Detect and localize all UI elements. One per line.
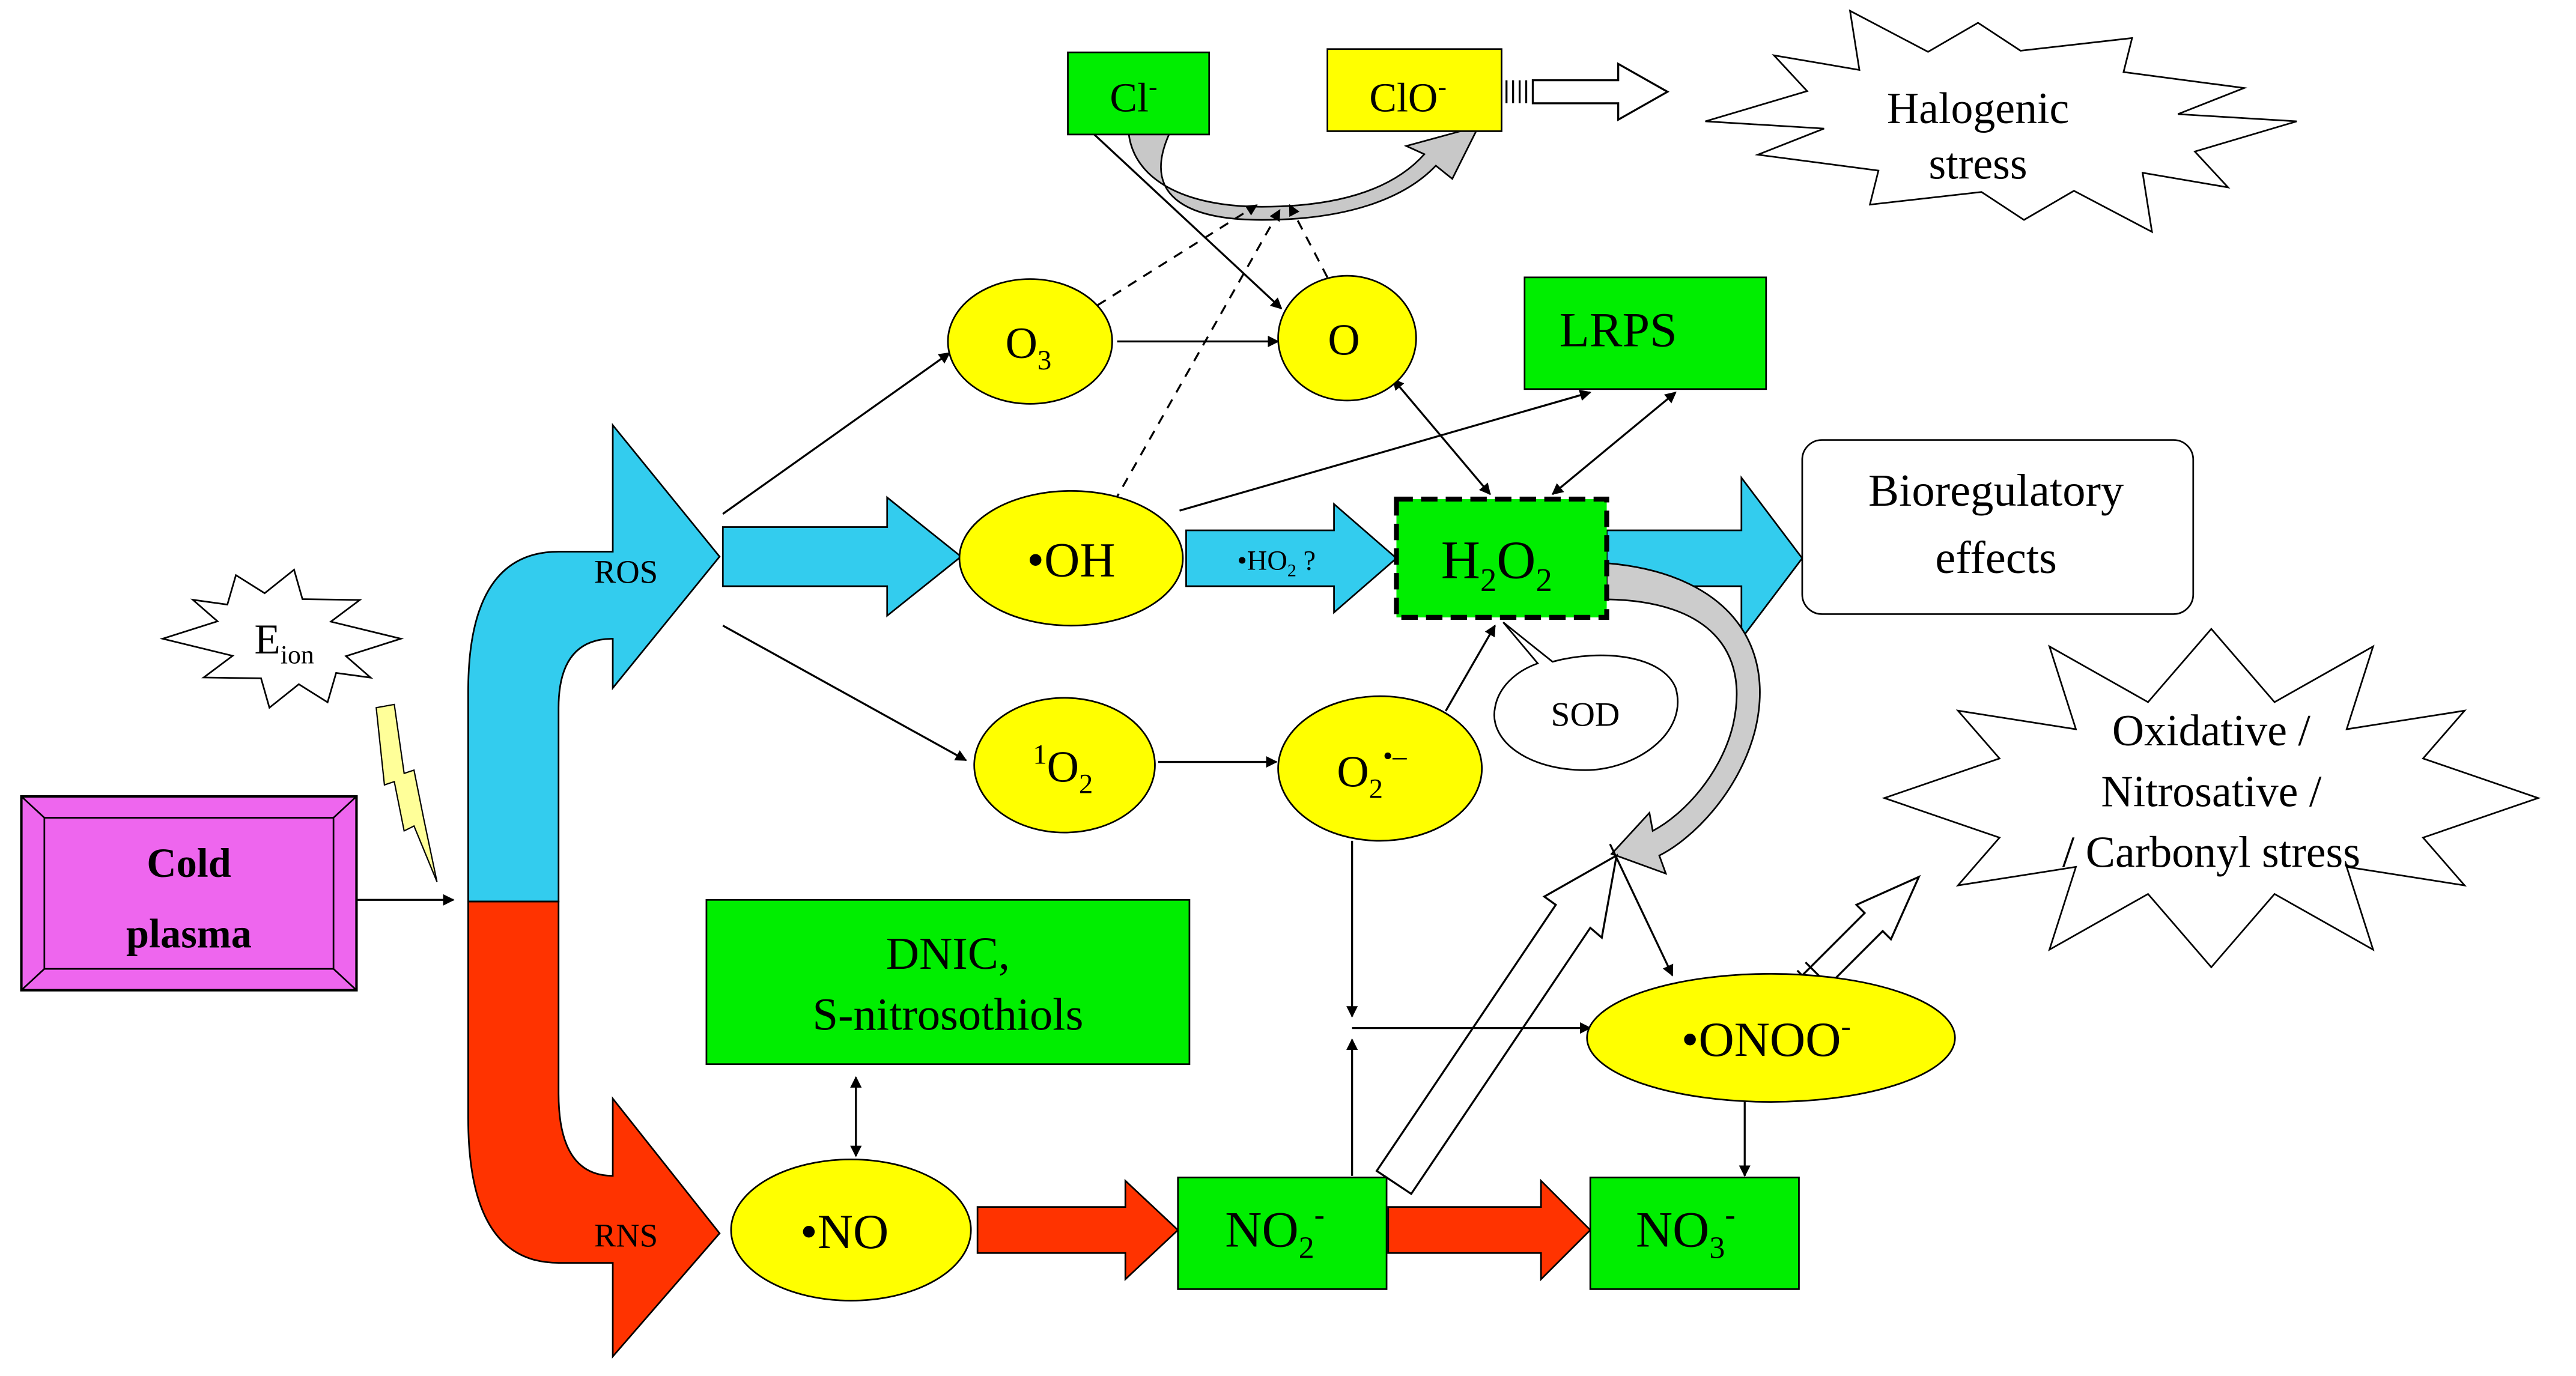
ros-to-o3-line: [722, 352, 951, 515]
no2-box: NO2-: [1177, 1177, 1388, 1290]
oh-node: •OH: [958, 489, 1184, 626]
no-to-no2-arrow: [976, 1178, 1179, 1282]
superoxide-to-h2o2-line: [1445, 624, 1496, 712]
sod-label: SOD: [1551, 696, 1620, 733]
cl-to-o-line: [1092, 132, 1283, 310]
dnic-line1: DNIC,: [886, 928, 1010, 979]
no2-to-oxidative-hollow-arrow: [1375, 853, 1618, 1196]
svg-text:O3: O3: [1006, 318, 1052, 376]
cold-plasma-line2: plasma: [126, 911, 252, 957]
superoxide-node: O2•–: [1277, 695, 1483, 842]
svg-text:Cl-: Cl-: [1110, 72, 1157, 120]
cold-plasma-box: Cold plasma: [20, 795, 358, 992]
halogenic-line2: stress: [1929, 139, 2028, 189]
sod-callout: [1493, 622, 1679, 771]
lrps-label: LRPS: [1560, 303, 1677, 357]
o3-dashed-line: [1096, 204, 1258, 306]
ros-to-singlet-o2-line: [722, 625, 967, 762]
no2-to-no3-arrow: [1387, 1178, 1592, 1282]
ros-label: ROS: [594, 553, 658, 590]
singlet-o2-node: 1O2: [973, 697, 1156, 834]
cl-to-clo-curved-arrow: [1128, 125, 1480, 221]
no-node: •NO: [730, 1158, 972, 1302]
o-atom-node: O: [1277, 274, 1417, 402]
no-label: •NO: [800, 1204, 889, 1259]
svg-text:ClO-: ClO-: [1369, 72, 1447, 120]
h2o2-area-to-onoo-line: [1609, 843, 1674, 977]
no3-box: NO3-: [1589, 1177, 1800, 1290]
oxidative-line1: Oxidative /: [2112, 706, 2311, 755]
bioregulatory-effects-box: Bioregulatory effects: [1801, 439, 2195, 615]
h2o2-box: H2O2: [1394, 496, 1609, 620]
lightning-icon: [375, 703, 438, 882]
onoo-node: •ONOO-: [1586, 972, 1956, 1103]
lrps-box: LRPS: [1523, 276, 1767, 390]
o3-node: O3: [947, 278, 1113, 405]
e-ion-label: Eion: [254, 616, 314, 669]
svg-text:NO2-: NO2-: [1225, 1198, 1325, 1265]
oh-dashed-line: [1113, 209, 1281, 503]
ho2-label: •HO2 ?: [1238, 546, 1316, 581]
cl-box: Cl-: [1067, 51, 1211, 136]
clo-arrow-tail-marks: [1505, 80, 1528, 103]
dashed-reaction-lines: [1096, 204, 1329, 503]
oxidative-line2: Nitrosative /: [2101, 766, 2322, 816]
rns-curved-arrow: [467, 900, 721, 1359]
ros-curved-arrow: [467, 423, 721, 903]
cold-plasma-line1: Cold: [147, 840, 231, 886]
bioregulatory-line2: effects: [1935, 532, 2057, 583]
bioregulatory-line1: Bioregulatory: [1868, 465, 2124, 516]
svg-text:•ONOO-: •ONOO-: [1681, 1010, 1851, 1067]
clo-to-halogenic-arrow: [1531, 62, 1670, 122]
svg-text:O2•–: O2•–: [1337, 741, 1407, 805]
o-atom-label: O: [1328, 315, 1359, 364]
e-ion-starburst: [159, 568, 404, 709]
dnic-line2: S-nitrosothiols: [812, 989, 1083, 1040]
h2o2-to-onoo-curved-arrow: [1606, 562, 1761, 875]
halogenic-stress-starburst: [1705, 9, 2297, 234]
oxidative-line3: / Carbonyl stress: [2062, 828, 2360, 877]
rns-label: RNS: [594, 1217, 658, 1253]
h2o2-lrps-line: [1551, 391, 1677, 496]
svg-text:NO3-: NO3-: [1636, 1198, 1736, 1265]
ros-to-oh-arrow: [721, 496, 962, 618]
oh-to-h2o2-arrow: [1185, 502, 1398, 614]
halogenic-line1: Halogenic: [1887, 83, 2069, 133]
dnic-box: DNIC, S-nitrosothiols: [705, 899, 1191, 1065]
clo-box: ClO-: [1326, 48, 1502, 132]
o-h2o2-line: [1392, 378, 1491, 496]
o-dashed-line: [1289, 204, 1329, 278]
svg-text:1O2: 1O2: [1033, 739, 1093, 799]
oh-to-lrps-line: [1179, 389, 1592, 512]
reaction-lines: [722, 132, 1751, 1177]
svg-text:H2O2: H2O2: [1441, 530, 1552, 598]
oxidative-stress-starburst: [1882, 627, 2541, 969]
oh-label: •OH: [1027, 533, 1115, 587]
